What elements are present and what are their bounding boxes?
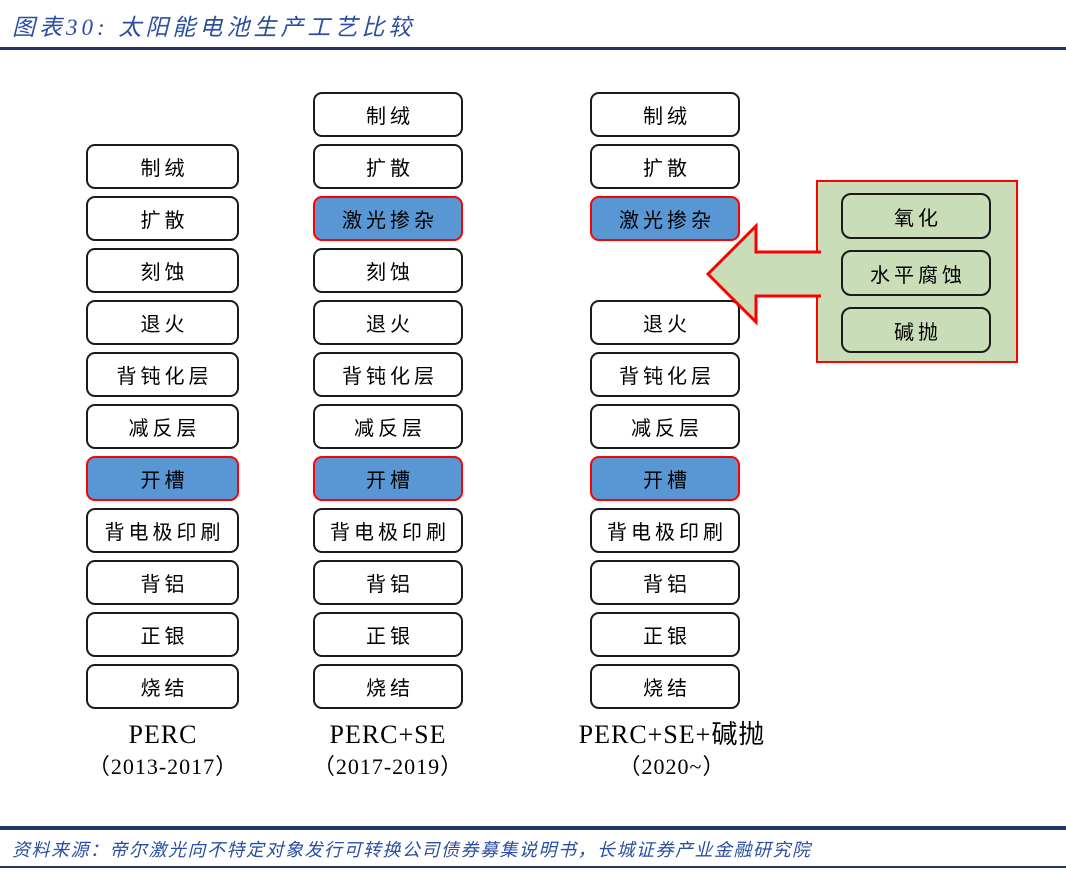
process-step-highlighted: 开槽: [590, 456, 740, 501]
source-divider-top: [0, 826, 1066, 830]
process-step: 制绒: [590, 92, 740, 137]
process-step: 扩散: [313, 144, 463, 189]
process-step: 背铝: [590, 560, 740, 605]
process-step: 正银: [86, 612, 239, 657]
column-period: （2017-2019）: [312, 754, 464, 779]
process-step-highlighted: 开槽: [313, 456, 463, 501]
process-step: 减反层: [86, 404, 239, 449]
process-step: 减反层: [590, 404, 740, 449]
title-divider: [0, 47, 1066, 50]
process-step: 烧结: [86, 664, 239, 709]
process-step: 背电极印刷: [313, 508, 463, 553]
process-step-highlighted: 激光掺杂: [590, 196, 740, 241]
process-step: 刻蚀: [86, 248, 239, 293]
process-step-highlighted: 开槽: [86, 456, 239, 501]
column-name: PERC: [128, 720, 198, 749]
column-name: PERC+SE+碱抛: [578, 720, 766, 749]
process-step: 背钝化层: [590, 352, 740, 397]
process-step: 制绒: [86, 144, 239, 189]
callout-step-oxidation: 氧化: [841, 193, 991, 239]
process-step: 正银: [590, 612, 740, 657]
figure-title: 图表30: 太阳能电池生产工艺比较: [12, 15, 416, 40]
process-column-label: PERC+SE （2017-2019）: [258, 720, 518, 781]
callout-arrow-icon: [705, 222, 821, 326]
column-name: PERC+SE: [329, 720, 447, 749]
process-step: 减反层: [313, 404, 463, 449]
callout-step-horizontal-etch: 水平腐蚀: [841, 250, 991, 296]
callout-step-alkali-polish: 碱抛: [841, 307, 991, 353]
process-step: 正银: [313, 612, 463, 657]
process-step: 背电极印刷: [590, 508, 740, 553]
process-step: 退火: [590, 300, 740, 345]
process-step: 刻蚀: [313, 248, 463, 293]
process-column-label: PERC （2013-2017）: [33, 720, 293, 781]
column-period: （2020~）: [618, 754, 726, 779]
process-step: 背铝: [86, 560, 239, 605]
process-step: 烧结: [590, 664, 740, 709]
source-divider-bottom: [0, 866, 1066, 868]
process-step: 背钝化层: [313, 352, 463, 397]
callout-panel: 氧化 水平腐蚀 碱抛: [816, 180, 1018, 363]
process-step: 退火: [86, 300, 239, 345]
source-text: 资料来源：帝尔激光向不特定对象发行可转换公司债券募集说明书，长城证券产业金融研究…: [12, 840, 812, 860]
column-period: （2013-2017）: [87, 754, 239, 779]
process-step: 背电极印刷: [86, 508, 239, 553]
process-step: 背钝化层: [86, 352, 239, 397]
process-step: 退火: [313, 300, 463, 345]
process-step: 扩散: [86, 196, 239, 241]
process-step-highlighted: 激光掺杂: [313, 196, 463, 241]
process-step: 制绒: [313, 92, 463, 137]
process-step: 背铝: [313, 560, 463, 605]
process-column-label: PERC+SE+碱抛 （2020~）: [542, 720, 802, 781]
process-step: 烧结: [313, 664, 463, 709]
process-step: 扩散: [590, 144, 740, 189]
